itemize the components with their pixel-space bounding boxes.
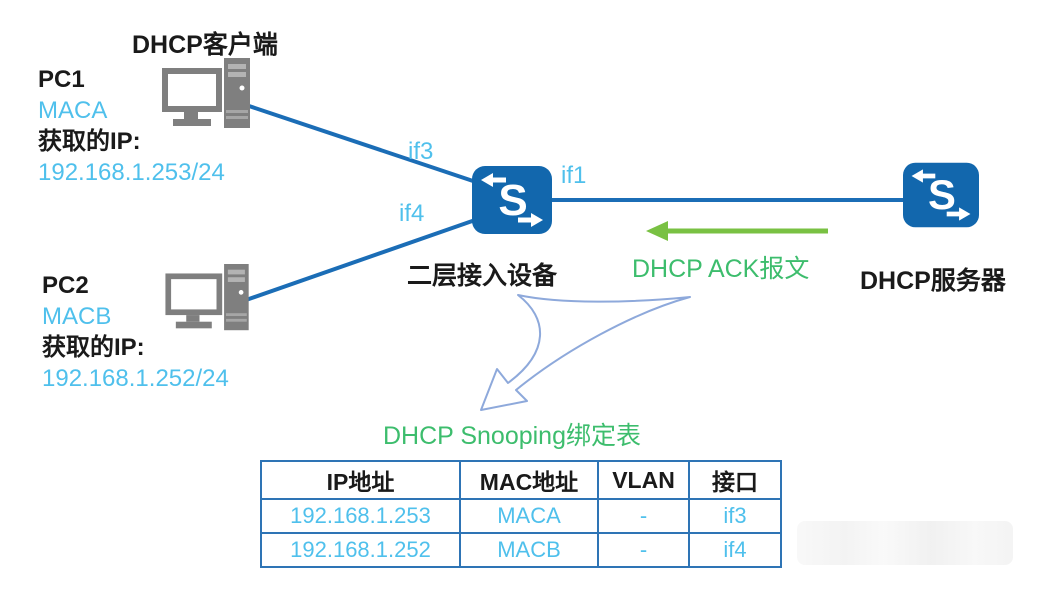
table-row: 192.168.1.253 MACA - if3 [260, 498, 782, 534]
switch-letter: S [498, 176, 527, 225]
pc1-name: PC1 [38, 66, 85, 93]
row1-ip: 192.168.1.253 [260, 498, 461, 534]
server-label: DHCP服务器 [860, 267, 1006, 295]
watermark [797, 521, 1013, 565]
if1-label: if1 [561, 162, 587, 189]
pc2-ip-label: 获取的IP: [42, 334, 145, 361]
row1-mac: MACA [459, 498, 599, 534]
header-interface: 接口 [688, 460, 782, 500]
dhcp-snooping-binding-table: IP地址 MAC地址 VLAN 接口 192.168.1.253 MACA - … [260, 460, 782, 568]
header-mac: MAC地址 [459, 460, 599, 500]
dhcp-clients-title: DHCP客户端 [132, 31, 278, 59]
header-vlan: VLAN [597, 460, 690, 500]
pc2-ip: 192.168.1.252/24 [42, 365, 229, 392]
dhcp-ack-label: DHCP ACK报文 [632, 255, 810, 283]
row2-interface: if4 [688, 532, 782, 568]
pc2-mac: MACB [42, 303, 112, 330]
link-pc1-switch [245, 103, 483, 186]
row2-ip: 192.168.1.252 [260, 532, 461, 568]
server-icon ethernet-switch-icon: S [903, 162, 979, 228]
table-row: 192.168.1.252 MACB - if4 [260, 532, 782, 568]
table-header-row: IP地址 MAC地址 VLAN 接口 [260, 460, 782, 500]
switch-icon ethernet-switch-icon: S [472, 166, 552, 234]
row2-vlan: - [597, 532, 690, 568]
pc1-ip: 192.168.1.253/24 [38, 159, 225, 186]
pc2-icon desktop-pc-icon [164, 264, 252, 334]
pc1-icon desktop-pc-icon [162, 58, 252, 132]
server-letter: S [928, 171, 956, 218]
pc1-ip-label: 获取的IP: [38, 128, 141, 155]
pc2-info: PC2 MACB 获取的IP: 192.168.1.252/24 [42, 270, 229, 394]
pc1-mac: MACA [38, 97, 108, 124]
curved-callout-arrow-icon [480, 294, 691, 411]
link-pc2-switch [245, 217, 479, 302]
dhcp-ack-arrow left-arrow-icon [646, 221, 828, 241]
pc1-info: PC1 MACA 获取的IP: 192.168.1.253/24 [38, 64, 225, 188]
row2-mac: MACB [459, 532, 599, 568]
binding-table-title: DHCP Snooping绑定表 [383, 422, 641, 450]
row1-interface: if3 [688, 498, 782, 534]
header-ip: IP地址 [260, 460, 461, 500]
row1-vlan: - [597, 498, 690, 534]
pc2-name: PC2 [42, 272, 89, 299]
if3-label: if3 [408, 138, 434, 165]
if4-label: if4 [399, 200, 425, 227]
switch-label: 二层接入设备 [407, 262, 558, 290]
